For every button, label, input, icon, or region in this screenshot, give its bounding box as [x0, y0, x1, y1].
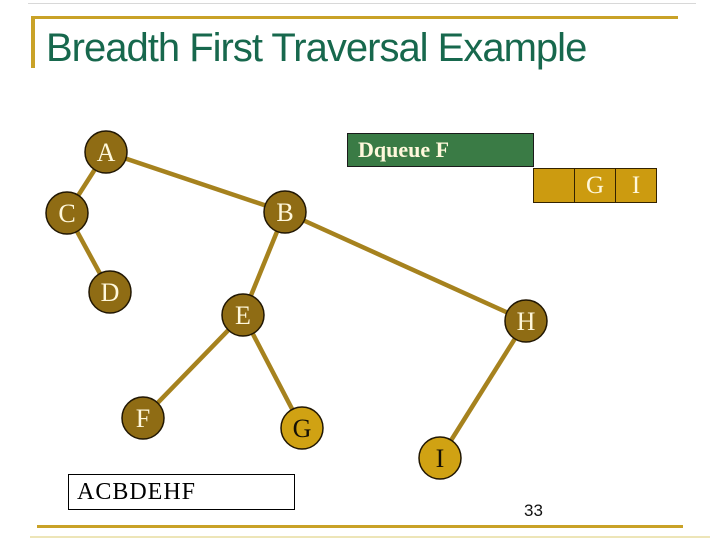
graph-node-F: F — [121, 396, 165, 440]
slide-title: Breadth First Traversal Example — [46, 26, 587, 70]
node-label-D: D — [101, 278, 120, 307]
title-top-rule — [32, 16, 678, 19]
node-label-B: B — [276, 198, 293, 227]
graph-node-A: A — [84, 130, 128, 174]
graph-edge-E-F — [141, 313, 245, 420]
node-label-A: A — [97, 138, 116, 167]
graph-edge-B-H — [284, 209, 527, 324]
node-label-H: H — [517, 307, 536, 336]
node-label-C: C — [58, 199, 75, 228]
node-circle-B — [263, 190, 307, 234]
node-label-F: F — [136, 404, 150, 433]
queue-cell-2: I — [615, 168, 657, 203]
node-label-I: I — [436, 444, 445, 473]
node-label-G: G — [293, 414, 312, 443]
node-circle-E — [221, 293, 265, 337]
graph-edge-A-B — [105, 149, 286, 215]
node-label-E: E — [235, 301, 251, 330]
queue-cell-2-label: I — [631, 171, 641, 199]
page-number: 33 — [524, 501, 543, 520]
dqueue-callout: Dqueue F — [347, 133, 534, 167]
queue-cell-0 — [533, 168, 575, 203]
graph-node-C: C — [45, 191, 89, 235]
queue-cell-1: G — [574, 168, 616, 203]
traversal-output-box: ACBDEHF — [68, 474, 295, 510]
queue-cell-1-label: G — [585, 171, 605, 199]
node-circle-H — [504, 299, 548, 343]
node-circle-C — [45, 191, 89, 235]
footer-rule-secondary — [30, 536, 710, 538]
traversal-output-text: ACBDEHF — [77, 479, 197, 505]
graph-node-B: B — [263, 190, 307, 234]
node-circle-I — [418, 436, 462, 480]
graph-edge-H-I — [438, 319, 528, 460]
node-circle-F — [121, 396, 165, 440]
graph-node-G: G — [280, 406, 324, 450]
graph-node-D: D — [88, 270, 132, 314]
footer-rule — [37, 525, 683, 528]
graph-node-H: H — [504, 299, 548, 343]
queue-cells: G I — [533, 168, 657, 203]
top-faint-divider — [28, 3, 696, 4]
node-circle-G — [280, 406, 324, 450]
title-left-bar — [31, 16, 35, 68]
dqueue-callout-label: Dqueue F — [358, 137, 450, 162]
node-circle-A — [84, 130, 128, 174]
node-circle-D — [88, 270, 132, 314]
graph-node-E: E — [221, 293, 265, 337]
graph-node-I: I — [418, 436, 462, 480]
